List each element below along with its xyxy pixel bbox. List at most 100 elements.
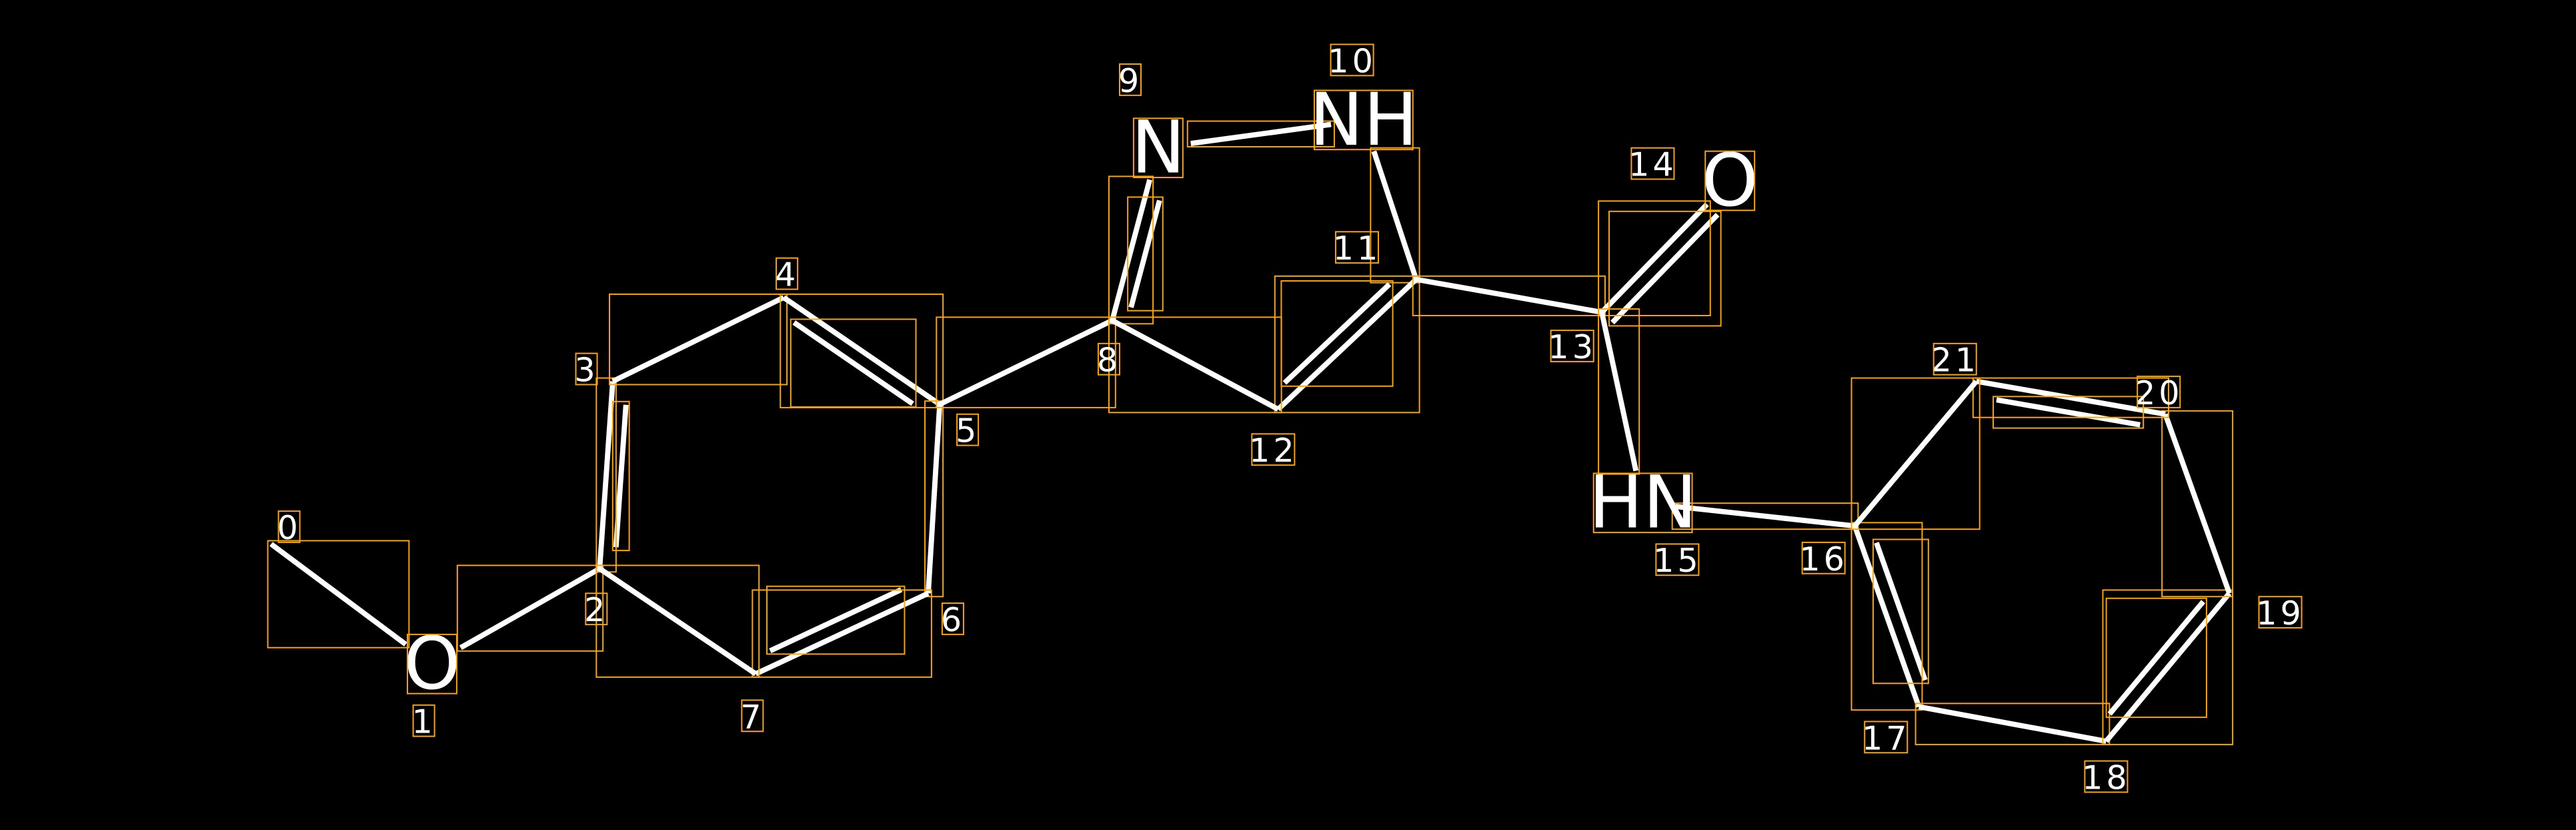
atom-index-box: [1801, 541, 1846, 574]
bond-line: [754, 590, 930, 677]
atom-4: 4: [775, 256, 799, 294]
bond-box: [1108, 175, 1154, 325]
atom-index-box: [1550, 330, 1594, 362]
bond-20-21: [1972, 377, 2170, 429]
atom-index-box: [1118, 63, 1142, 96]
bond-box: [2161, 410, 2234, 598]
atom-index-box: [941, 602, 964, 635]
atom-index: 0: [277, 508, 301, 547]
atom-index: 16: [1799, 540, 1848, 578]
atom-index: 21: [1930, 341, 1979, 380]
atom-5: 5: [956, 412, 980, 450]
atom-index-box: [277, 510, 301, 543]
atom-index-box: [412, 704, 435, 737]
bond-line-second: [769, 587, 903, 653]
atom-index-box: [741, 699, 764, 733]
bond-line-second: [1610, 212, 1720, 325]
bond-line: [938, 318, 1114, 407]
bond-15-16: [1671, 502, 1859, 530]
atom-label-box: [406, 633, 457, 695]
atom-index: 13: [1548, 328, 1596, 366]
atom-index-box: [1334, 231, 1379, 264]
bond-line: [611, 295, 785, 384]
atom-index: 2: [584, 590, 608, 629]
bond-19-20: [2161, 410, 2234, 598]
bond-box: [1598, 308, 1640, 475]
bond-box: [1850, 377, 1981, 530]
bond-box: [2105, 597, 2207, 719]
bond-1-2: [456, 564, 604, 652]
bond-line: [1600, 202, 1709, 314]
bond-line: [597, 381, 615, 569]
atom-index-box: [1097, 342, 1120, 376]
bond-line: [1918, 704, 2107, 744]
atom-index: 19: [2256, 594, 2305, 633]
atom-index-box: [1864, 721, 1908, 754]
atom-index: 17: [1862, 719, 1910, 757]
bond-4-5: [780, 293, 944, 408]
bond-box: [1972, 377, 2170, 418]
atom-index-box: [2258, 596, 2303, 629]
bond-box: [1850, 522, 1923, 711]
atom-19: 19: [2256, 594, 2305, 633]
bond-5-8: [936, 316, 1116, 408]
bond-line-second: [1996, 397, 2141, 428]
atom-label-box: [1592, 472, 1693, 534]
bond-3-4: [609, 293, 788, 386]
bond-21-16: [1850, 377, 1981, 530]
bond-line-second: [613, 404, 629, 548]
atom-index-box: [585, 592, 608, 626]
bond-line: [1852, 524, 1922, 708]
bond-11-12: [1274, 275, 1420, 414]
bond-6-7: [752, 585, 932, 678]
bond-line: [1110, 179, 1152, 322]
bond-box: [1274, 275, 1420, 414]
atom-index-box: [1251, 433, 1296, 466]
bond-11-13: [1412, 275, 1606, 316]
bond-line: [1371, 150, 1419, 281]
bond-line: [598, 566, 758, 677]
bond-box: [780, 293, 944, 408]
bond-line: [459, 566, 601, 651]
bond-13-15: [1598, 308, 1640, 475]
atom-0: 0: [277, 508, 301, 547]
bond-18-19: [2102, 589, 2234, 745]
atom-index-box: [1933, 342, 1977, 376]
bond-line: [782, 295, 942, 407]
bond-2-3: [595, 377, 630, 573]
atom-index: 4: [775, 256, 799, 294]
bond-line: [1190, 121, 1332, 146]
bonds-layer: [267, 120, 2234, 745]
atom-index: 1: [411, 703, 435, 741]
atom-label: HN: [1588, 460, 1697, 545]
atom-3: 3: [574, 351, 598, 390]
atom-label: NH: [1310, 77, 1418, 162]
bond-line: [1675, 504, 1855, 529]
bond-0-1: [267, 540, 410, 649]
bond-line: [1111, 318, 1280, 412]
atom-label: O: [1702, 138, 1758, 223]
atom-index-box: [956, 413, 980, 446]
bond-line: [2104, 591, 2232, 743]
bond-box: [1370, 147, 1420, 284]
bond-line: [1276, 277, 1418, 412]
atom-6: 6: [941, 600, 964, 639]
bond-13-14: [1598, 200, 1722, 327]
bond-box: [1598, 200, 1711, 316]
atom-12: 12: [1249, 431, 1298, 470]
bond-12-8: [1108, 316, 1282, 414]
atom-index: 12: [1249, 431, 1298, 470]
bond-9-10: [1186, 120, 1335, 147]
bond-box: [609, 293, 788, 386]
bond-line-second: [1128, 199, 1162, 308]
bond-line: [1599, 312, 1639, 472]
bond-box: [1127, 196, 1164, 312]
atom-13: 13: [1548, 328, 1596, 366]
atom-index: 14: [1628, 145, 1677, 184]
atom-index: 9: [1118, 61, 1142, 100]
bond-box: [1914, 703, 2111, 745]
bond-line-second: [1282, 282, 1392, 385]
atom-label: N: [1131, 105, 1185, 190]
atom-index: 7: [740, 697, 764, 736]
